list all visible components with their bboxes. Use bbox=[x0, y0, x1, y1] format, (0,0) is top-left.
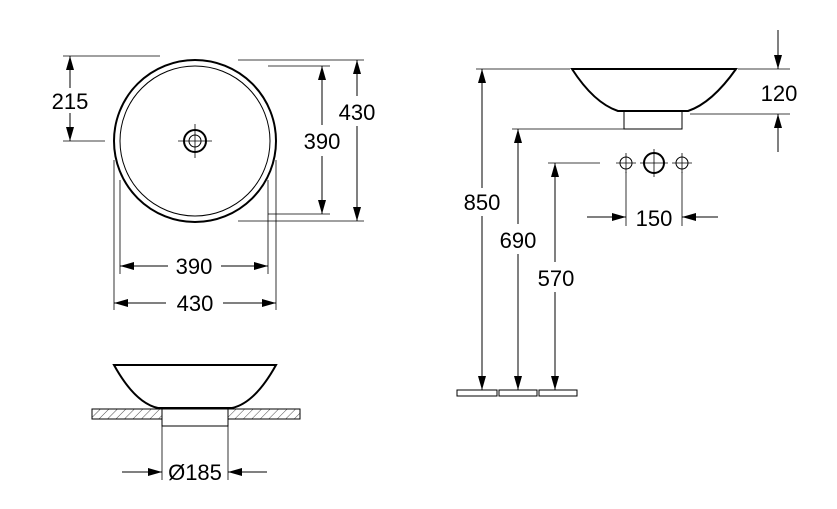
dim-drain-diameter-label: Ø185 bbox=[168, 460, 222, 485]
dim-150-label: 150 bbox=[636, 206, 673, 231]
dim-390-horizontal: 390 bbox=[119, 180, 269, 279]
dim-570-label: 570 bbox=[538, 266, 575, 291]
dim-430-vertical: 430 bbox=[238, 59, 376, 222]
side-view: 120 850 690 bbox=[456, 30, 797, 397]
side-basin-profile bbox=[570, 68, 738, 112]
dim-drain-diameter: Ø185 bbox=[122, 426, 267, 485]
front-view: Ø185 bbox=[91, 364, 301, 485]
dim-390-vertical: 390 bbox=[268, 65, 341, 215]
dim-430-vertical-label: 430 bbox=[339, 100, 376, 125]
countertop-left bbox=[91, 408, 163, 420]
basin-profile bbox=[112, 364, 278, 409]
floor-block-3 bbox=[538, 389, 578, 397]
drain-base bbox=[161, 408, 229, 427]
dim-390-vertical-label: 390 bbox=[304, 129, 341, 154]
dim-850-label: 850 bbox=[464, 190, 501, 215]
dim-430-horizontal: 430 bbox=[113, 160, 277, 316]
dim-150: 150 bbox=[587, 172, 718, 231]
floor-block-2 bbox=[498, 389, 538, 397]
basin-outer-rim bbox=[113, 59, 277, 223]
tap-hole-center-icon bbox=[640, 149, 668, 177]
dim-390-horizontal-label: 390 bbox=[176, 254, 213, 279]
floor-block-1 bbox=[456, 389, 498, 397]
countertop-right bbox=[227, 408, 301, 420]
dim-215-label: 215 bbox=[52, 89, 89, 114]
dim-690-label: 690 bbox=[500, 228, 537, 253]
drain-icon bbox=[178, 124, 212, 158]
dim-215: 215 bbox=[52, 55, 160, 142]
dim-850: 850 bbox=[464, 68, 570, 390]
dim-690: 690 bbox=[500, 128, 624, 390]
side-drain-base bbox=[623, 110, 683, 130]
dim-430-horizontal-label: 430 bbox=[177, 291, 214, 316]
basin-inner-rim bbox=[119, 65, 271, 217]
tap-hole-left-icon bbox=[616, 153, 636, 173]
dim-120: 120 bbox=[690, 30, 797, 152]
dim-120-label: 120 bbox=[761, 81, 798, 106]
tap-hole-right-icon bbox=[672, 153, 692, 173]
top-view: 215 390 430 bbox=[52, 55, 376, 316]
dim-570: 570 bbox=[538, 162, 600, 390]
